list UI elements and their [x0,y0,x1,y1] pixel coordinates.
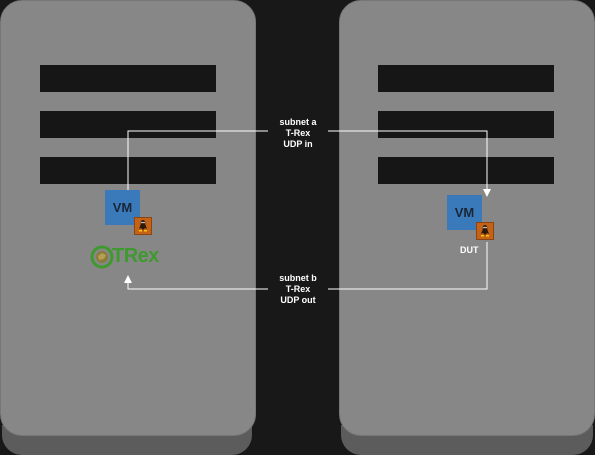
subnet-b-tool: T-Rex [285,284,311,294]
left-vm-label: VM [112,200,133,215]
linux-tux-icon [476,222,494,240]
subnet-a-label: subnet a T-Rex UDP in [268,117,328,150]
right-vm-box: VM [447,195,482,230]
trex-logo-text: TRex [112,245,159,267]
dut-label: DUT [460,245,479,255]
left-server-slot [40,65,216,92]
subnet-a-direction: UDP in [283,139,313,149]
right-server-slot [378,65,554,92]
right-server-slot [378,157,554,184]
trex-dinosaur-icon [90,245,114,269]
subnet-b-direction: UDP out [280,295,316,305]
right-server-slot [378,111,554,138]
linux-tux-icon [134,217,152,235]
subnet-b-name: subnet b [279,273,317,283]
subnet-a-name: subnet a [279,117,317,127]
subnet-b-label: subnet b T-Rex UDP out [268,273,328,306]
right-vm-label: VM [454,205,475,220]
subnet-a-tool: T-Rex [285,128,311,138]
